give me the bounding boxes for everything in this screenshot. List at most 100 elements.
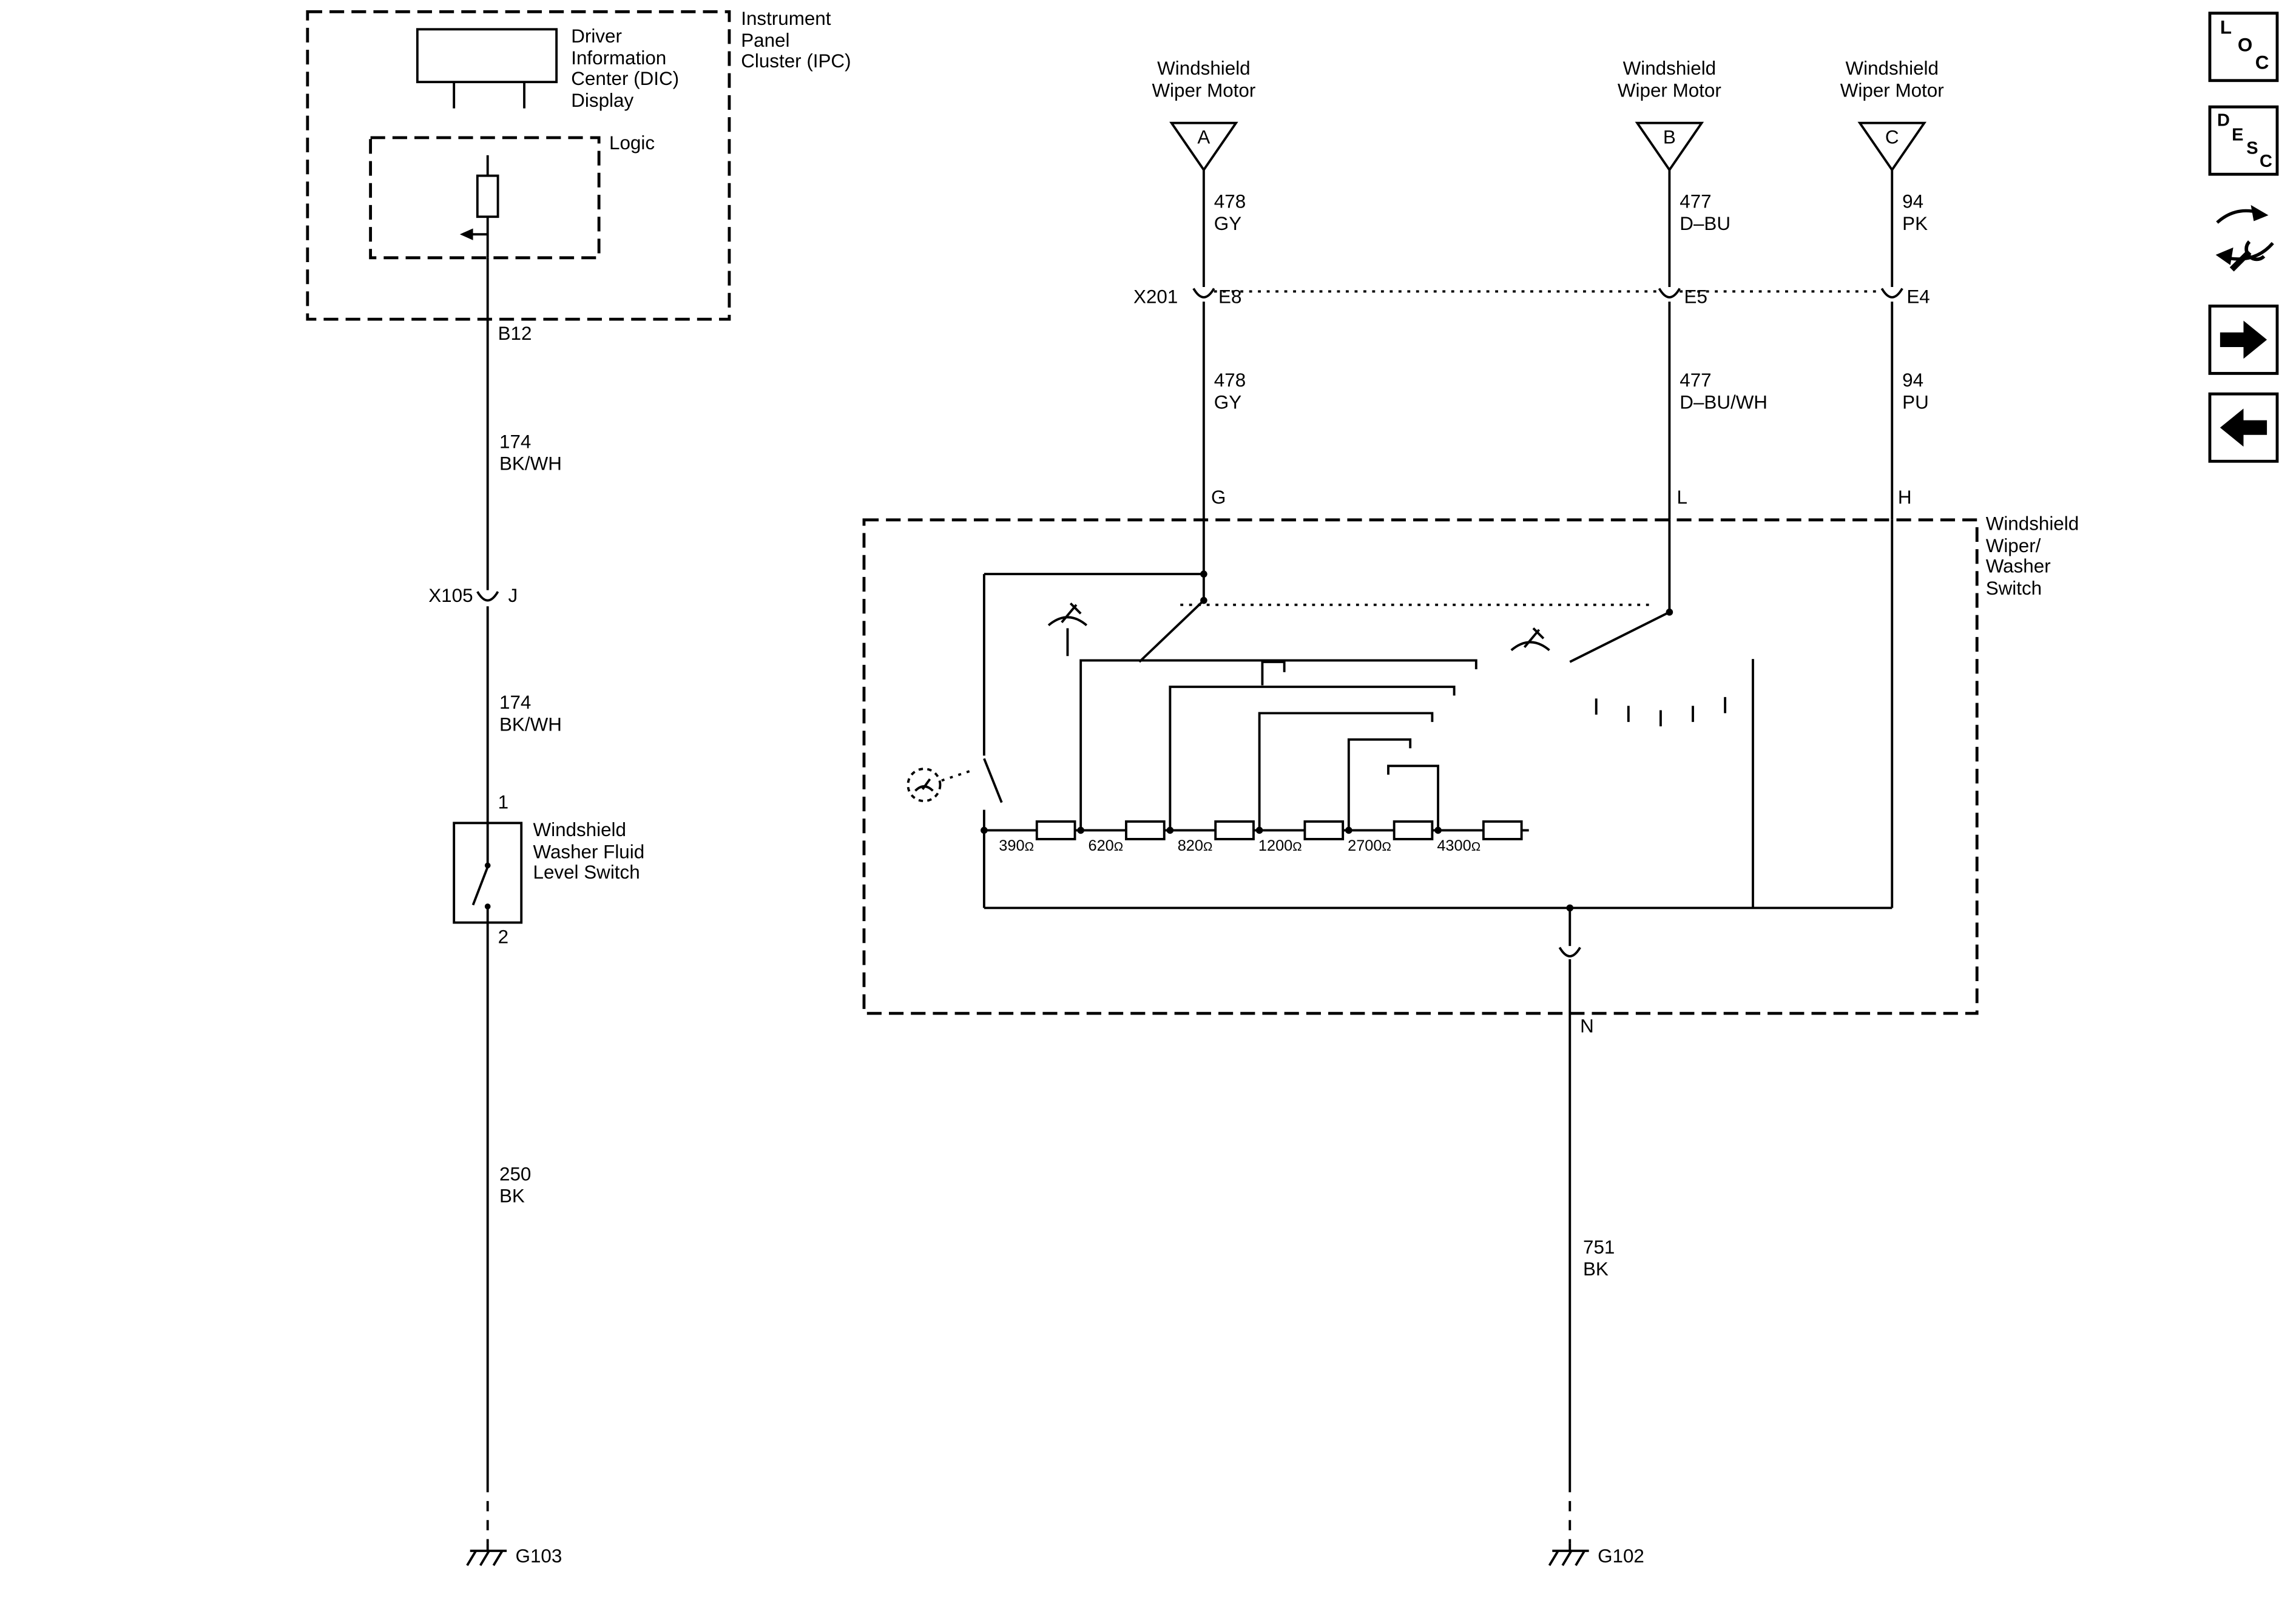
wire-label-478-lower: 478 GY: [1214, 370, 1246, 413]
ohm-symbol: Ω: [1382, 839, 1391, 854]
pin-n: N: [1580, 1014, 1594, 1037]
wiper-icon: [1510, 627, 1551, 652]
resistor-label: 2700Ω: [1347, 838, 1391, 856]
connector-terminal-icon: [1192, 287, 1215, 299]
park-contact-symbol: [1261, 660, 1286, 686]
wire-color: BK: [499, 1184, 525, 1206]
resistor-symbol: [1214, 820, 1255, 840]
terminal-b: B: [1663, 126, 1676, 148]
wire-label-478-upper: 478 GY: [1214, 190, 1246, 234]
motor-b-label: Windshield Wiper Motor: [1617, 57, 1721, 101]
terminal-a: A: [1197, 126, 1210, 148]
resistor-symbol: [1393, 820, 1434, 840]
circuit-number: 751: [1582, 1235, 1615, 1258]
logic-label: Logic: [609, 132, 655, 154]
wire-label-477-upper: 477 D–BU: [1680, 191, 1731, 234]
pin-b12: B12: [498, 322, 532, 345]
connector-x105-label: X105: [428, 584, 473, 607]
wire-label-94-upper: 94 PK: [1902, 190, 1928, 234]
ipc-box-label: Instrument Panel Cluster (IPC): [741, 7, 851, 72]
wire-label-174-lower: 174 BK/WH: [499, 692, 562, 735]
wire-label-94-lower: 94 PU: [1902, 369, 1929, 413]
ipc-internal-wiring: [453, 82, 525, 258]
desc-letter: C: [2260, 150, 2272, 172]
desc-letter: E: [2232, 124, 2244, 145]
washer-fluid-switch-label: Windshield Washer Fluid Level Switch: [533, 819, 645, 883]
pin-e5: E5: [1684, 285, 1707, 308]
pin-l: L: [1676, 486, 1687, 508]
wire-label-174-upper: 174 BK/WH: [499, 431, 562, 474]
wire-color: D–BU: [1680, 211, 1731, 234]
loc-button[interactable]: L O C: [2208, 12, 2279, 83]
motor-a-label: Windshield Wiper Motor: [1152, 57, 1256, 101]
ground-icon-g102: [1548, 1542, 1590, 1567]
wire-color: GY: [1214, 390, 1242, 413]
wire-color: GY: [1214, 211, 1242, 234]
wiper-washer-switch-label: Windshield Wiper/ Washer Switch: [1985, 512, 2079, 598]
resistor-symbol: [1035, 820, 1076, 840]
wire-label-751: 751 BK: [1583, 1237, 1615, 1280]
logic-arrow-icon: [459, 228, 473, 240]
resistor-label: 620Ω: [1079, 838, 1123, 856]
dic-display-label: Driver Information Center (DIC) Display: [571, 25, 680, 111]
ohm-symbol: Ω: [1113, 839, 1124, 854]
desc-letter: S: [2246, 137, 2258, 158]
wiper-icon: [1047, 602, 1088, 627]
resistor-label: 820Ω: [1169, 837, 1213, 856]
pin-2: 2: [498, 925, 509, 948]
washer-icon: [907, 768, 942, 803]
resistor-value: 1200: [1258, 837, 1293, 856]
pin-h: H: [1897, 486, 1912, 508]
wire-color: BK/WH: [499, 712, 562, 735]
pin-e4: E4: [1906, 285, 1930, 308]
wiper-motor-connector-a: [1169, 121, 1238, 520]
wire-color: PU: [1902, 390, 1929, 413]
ground-icon-g103: [465, 1542, 508, 1567]
circuit-number: 477: [1680, 369, 1712, 391]
tools-icon: [2215, 204, 2274, 272]
wiper-motor-connector-b: [1635, 121, 1704, 520]
connector-terminal-icon: [1558, 946, 1582, 957]
resistor-label: 4300Ω: [1437, 838, 1481, 856]
wiper-washer-switch-internals: [907, 519, 1894, 957]
resistor-value: 820: [1177, 837, 1204, 856]
back-button[interactable]: [2208, 392, 2279, 463]
ground-label-g103: G103: [515, 1545, 562, 1567]
resistor-label: 1200Ω: [1258, 838, 1302, 856]
wire-color: D–BU/WH: [1680, 390, 1768, 413]
ohm-symbol: Ω: [1292, 839, 1302, 854]
component-boxes: [306, 10, 1979, 1015]
motor-c-label: Windshield Wiper Motor: [1840, 57, 1944, 101]
forward-button[interactable]: [2208, 305, 2279, 375]
diagram-tools-button[interactable]: [2206, 199, 2284, 278]
desc-letter: D: [2217, 110, 2230, 130]
connector-terminal-icon: [1880, 287, 1904, 299]
pin-g: G: [1210, 486, 1226, 508]
ohm-symbol: Ω: [1203, 839, 1213, 854]
circuit-number: 94: [1902, 369, 1924, 391]
wire-color: BK: [1582, 1257, 1609, 1280]
terminal-c: C: [1885, 126, 1899, 148]
pin-1: 1: [498, 791, 509, 813]
resistor-symbol: [1482, 820, 1523, 840]
right-arrow-icon: [2220, 320, 2267, 359]
wire-color: PK: [1902, 211, 1928, 234]
resistor-label: 390Ω: [990, 838, 1034, 856]
circuit-number: 250: [499, 1163, 532, 1185]
resistor-value: 390: [999, 837, 1025, 856]
wire-label-477-lower: 477 D–BU/WH: [1680, 369, 1768, 413]
circuit-number: 478: [1214, 190, 1246, 212]
ohm-symbol: Ω: [1471, 839, 1481, 854]
ground-label-g102: G102: [1598, 1545, 1644, 1567]
circuit-number: 94: [1902, 190, 1924, 212]
pin-e8: E8: [1218, 285, 1242, 308]
desc-button[interactable]: D E S C: [2208, 105, 2279, 176]
loc-letter: O: [2237, 33, 2253, 56]
loc-letter: C: [2255, 51, 2269, 73]
inline-connector-icon: [476, 590, 499, 602]
resistor-value: 620: [1088, 837, 1114, 856]
resistor-symbol: [1125, 820, 1166, 840]
resistor-value: 2700: [1348, 837, 1382, 856]
resistor-symbol: [1303, 820, 1345, 840]
